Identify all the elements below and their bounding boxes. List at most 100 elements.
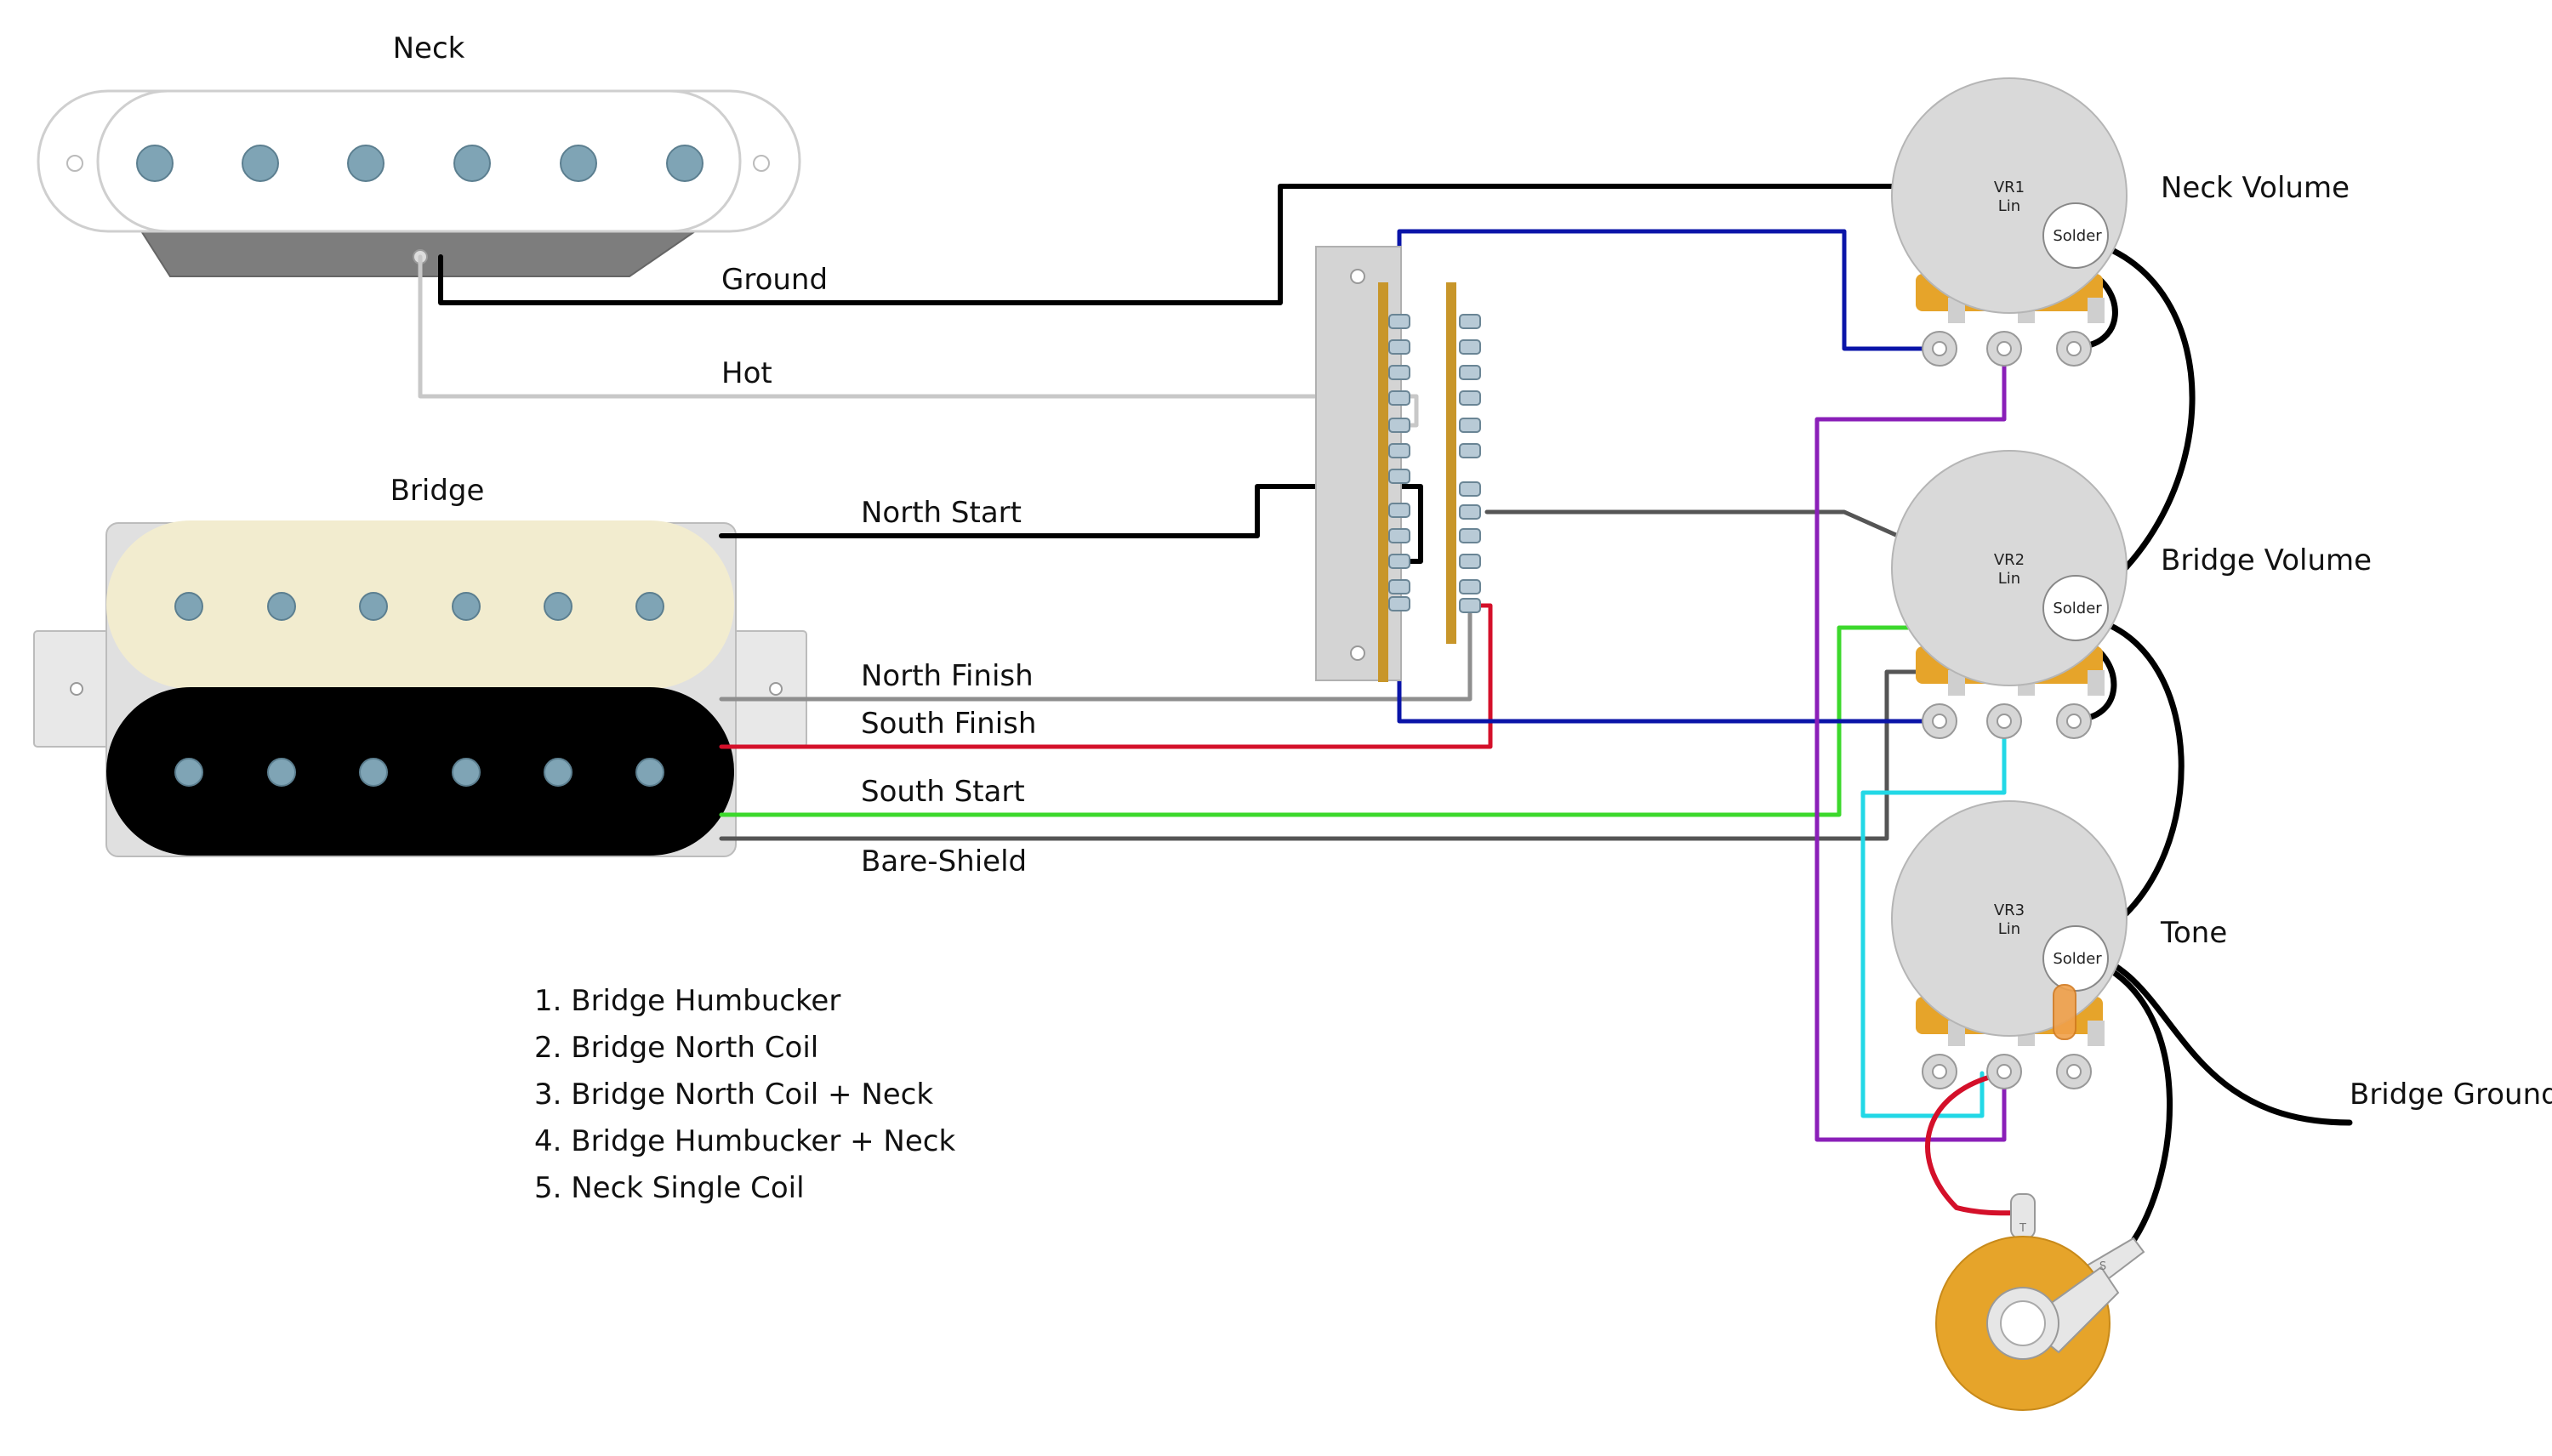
mount-hole-icon bbox=[753, 155, 770, 172]
south-start-label: South Start bbox=[861, 775, 1025, 809]
pot-lug-hole bbox=[1932, 341, 1947, 356]
switch-lug bbox=[1388, 503, 1410, 518]
pot-solder-pad bbox=[2042, 202, 2109, 269]
pole-piece bbox=[452, 592, 481, 621]
switch-lug bbox=[1388, 365, 1410, 380]
pot-lug-hole bbox=[1997, 714, 2012, 729]
pole-piece bbox=[544, 758, 572, 787]
pole-piece bbox=[136, 145, 174, 182]
switch-position-list: 1. Bridge Humbucker 2. Bridge North Coil… bbox=[534, 984, 955, 1205]
pot-taper: Lin bbox=[1998, 570, 2020, 588]
wire-bridge-ground bbox=[2086, 951, 2353, 1126]
pole-piece bbox=[635, 758, 664, 787]
wire-purple bbox=[1814, 346, 2007, 1142]
pot-lug-leg bbox=[1948, 670, 1965, 696]
pot-lug-hole bbox=[2066, 1064, 2082, 1079]
pole-piece bbox=[359, 592, 388, 621]
position-item: 1. Bridge Humbucker bbox=[534, 984, 840, 1018]
north-start-label: North Start bbox=[861, 496, 1022, 530]
pot-solder-label: Solder bbox=[2053, 227, 2102, 245]
neck-label: Neck bbox=[393, 31, 465, 65]
bridge-humbucker: Bridge bbox=[33, 474, 807, 857]
pot-solder-pad bbox=[2042, 575, 2109, 641]
pot-lug-hole bbox=[1932, 714, 1947, 729]
hot-label: Hot bbox=[721, 356, 772, 390]
bare-shield-label: Bare-Shield bbox=[861, 845, 1027, 879]
wire-south-finish bbox=[719, 603, 1493, 749]
wire-neck-hot bbox=[418, 254, 1419, 428]
pole-piece bbox=[666, 145, 704, 182]
wire-cyan bbox=[1860, 719, 2007, 1118]
position-item: 5. Neck Single Coil bbox=[534, 1171, 805, 1205]
tone-capacitor bbox=[2053, 984, 2076, 1040]
pot-lug-leg bbox=[2088, 298, 2105, 323]
wire-labels: Ground Hot North Start North Finish Sout… bbox=[721, 263, 1036, 879]
pot-lug-hole bbox=[1997, 341, 2012, 356]
output-jack: T S bbox=[1935, 1193, 2145, 1411]
pot-taper: Lin bbox=[1998, 920, 2020, 938]
wire-ground-pot1-pot2 bbox=[2072, 238, 2196, 614]
position-item: 4. Bridge Humbucker + Neck bbox=[534, 1124, 955, 1158]
switch-mount-hole bbox=[1350, 269, 1365, 284]
pot-lug-leg bbox=[2088, 670, 2105, 696]
switch-lug bbox=[1459, 418, 1481, 433]
switch-lug bbox=[1388, 596, 1410, 611]
wire-ground-pot2-pot3 bbox=[2086, 615, 2185, 943]
pot-labels: Neck Volume Bridge Volume Tone Bridge Gr… bbox=[2160, 171, 2552, 1112]
switch-lug bbox=[1459, 443, 1481, 458]
five-way-switch bbox=[1315, 246, 1481, 682]
pole-piece bbox=[560, 145, 597, 182]
pot-lug-leg bbox=[1948, 1021, 1965, 1046]
wire-north-finish bbox=[719, 611, 1473, 702]
pot-lug-hole bbox=[1997, 1064, 2012, 1079]
switch-lug bbox=[1388, 390, 1410, 406]
pot-code: VR2 bbox=[1994, 551, 2025, 569]
pole-piece bbox=[453, 145, 491, 182]
switch-lug bbox=[1459, 579, 1481, 594]
wire-blue-bridge-volume bbox=[1397, 597, 1935, 724]
south-coil-bobbin bbox=[106, 687, 734, 856]
switch-lug bbox=[1388, 579, 1410, 594]
neck-pickup: Neck bbox=[37, 31, 801, 277]
bridge-pole-pieces bbox=[174, 592, 664, 787]
switch-wafer-right bbox=[1446, 282, 1456, 644]
pole-piece bbox=[544, 592, 572, 621]
switch-lug bbox=[1459, 598, 1481, 613]
switch-lug bbox=[1388, 339, 1410, 355]
jack-hole bbox=[2000, 1300, 2046, 1346]
pole-piece bbox=[174, 758, 203, 787]
pole-piece bbox=[635, 592, 664, 621]
bridge-ground-label: Bridge Ground bbox=[2350, 1078, 2552, 1112]
ground-label: Ground bbox=[721, 263, 828, 297]
switch-lug bbox=[1459, 365, 1481, 380]
pot-solder-label: Solder bbox=[2053, 600, 2102, 617]
switch-lug bbox=[1388, 528, 1410, 543]
bridge-volume-label: Bridge Volume bbox=[2161, 543, 2372, 577]
neck-volume-label: Neck Volume bbox=[2161, 171, 2350, 205]
switch-lug bbox=[1459, 481, 1481, 497]
switch-mount-hole bbox=[1350, 646, 1365, 661]
switch-lug bbox=[1459, 554, 1481, 569]
switch-lug bbox=[1459, 504, 1481, 520]
tone-label: Tone bbox=[2160, 916, 2227, 950]
pot-code: VR3 bbox=[1994, 901, 2025, 919]
neck-pickup-cover bbox=[96, 89, 742, 233]
mount-hole-icon bbox=[70, 682, 83, 696]
wire-jack-tip bbox=[1925, 1071, 2025, 1216]
pole-piece bbox=[174, 592, 203, 621]
position-item: 3. Bridge North Coil + Neck bbox=[534, 1078, 933, 1112]
mount-hole-icon bbox=[769, 682, 783, 696]
pot-lug-hole bbox=[1932, 1064, 1947, 1079]
switch-wafer-left bbox=[1378, 282, 1388, 682]
pot-solder-label: Solder bbox=[2053, 950, 2102, 968]
switch-lug bbox=[1459, 339, 1481, 355]
switch-lug bbox=[1459, 314, 1481, 329]
pole-piece bbox=[359, 758, 388, 787]
switch-lug bbox=[1459, 528, 1481, 543]
pole-piece bbox=[242, 145, 279, 182]
pot-lug-hole bbox=[2066, 714, 2082, 729]
